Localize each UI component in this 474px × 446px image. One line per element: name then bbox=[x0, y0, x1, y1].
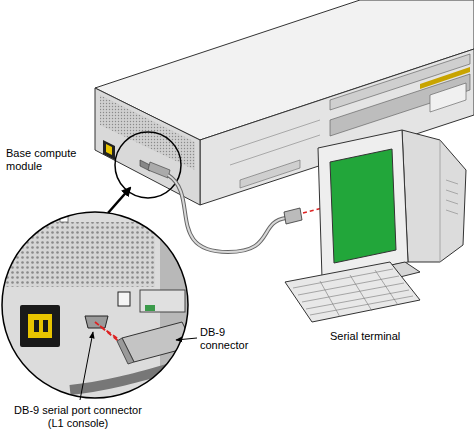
magnified-view-part bbox=[145, 305, 155, 311]
callout-label: DB-9 serial port connector (L1 console) bbox=[8, 404, 148, 430]
zoom-circle bbox=[2, 212, 188, 398]
magnified-view-part bbox=[5, 222, 155, 287]
magnified-view-part bbox=[122, 322, 194, 362]
magnified-view-part bbox=[70, 360, 200, 390]
magnified-view-part bbox=[118, 292, 130, 306]
magnified-view-part bbox=[85, 316, 108, 328]
part-label: Serial terminal bbox=[330, 330, 440, 343]
part-label: Base compute module bbox=[6, 147, 88, 173]
magnified-view bbox=[0, 205, 200, 400]
server-chassis-part bbox=[230, 120, 320, 150]
server-chassis-part bbox=[240, 160, 300, 188]
serial-terminal-part-part bbox=[293, 269, 393, 288]
server-chassis-part bbox=[330, 74, 470, 136]
serial-terminal-part-part bbox=[310, 296, 413, 315]
serial-cable-part bbox=[148, 162, 170, 178]
serial-cable-part bbox=[303, 208, 322, 213]
serial-terminal-part-part bbox=[320, 281, 340, 317]
zoom-arrow bbox=[108, 188, 130, 213]
serial-terminal-part bbox=[293, 269, 413, 317]
magnified-view-part bbox=[34, 320, 39, 332]
magnified-view-part bbox=[117, 338, 134, 364]
serial-cable-part bbox=[284, 208, 302, 224]
serial-cable bbox=[148, 162, 322, 252]
serial-terminal-part bbox=[402, 130, 466, 262]
serial-terminal-part-part bbox=[302, 283, 404, 302]
serial-terminal-part bbox=[446, 180, 458, 214]
callout-circle bbox=[115, 132, 181, 198]
serial-terminal-part-part bbox=[298, 276, 399, 295]
serial-terminal-part bbox=[330, 149, 396, 263]
server-chassis-part bbox=[430, 83, 466, 112]
serial-terminal-part-part bbox=[350, 275, 372, 311]
server-chassis-part bbox=[106, 144, 112, 155]
magnified-view-part bbox=[0, 205, 160, 400]
magnified-view-part bbox=[43, 320, 48, 332]
magnified-view-part bbox=[28, 314, 52, 338]
serial-cable-part bbox=[168, 175, 286, 252]
magnified-view-part bbox=[140, 290, 185, 312]
serial-cable-part bbox=[168, 175, 286, 252]
serial-terminal bbox=[285, 130, 466, 322]
server-chassis-part bbox=[95, 88, 200, 205]
callout-label: DB-9 connector bbox=[200, 326, 260, 352]
serial-terminal-part bbox=[318, 130, 408, 278]
server-chassis-part bbox=[230, 135, 320, 165]
magnified-view-part bbox=[186, 336, 200, 360]
server-chassis-part bbox=[103, 140, 115, 160]
magnified-view-part bbox=[20, 305, 60, 347]
leader-line bbox=[176, 338, 197, 340]
serial-terminal-part bbox=[440, 140, 441, 262]
serial-terminal-part-part bbox=[375, 270, 398, 305]
leader-line bbox=[80, 332, 93, 400]
serial-terminal-part bbox=[285, 262, 420, 322]
